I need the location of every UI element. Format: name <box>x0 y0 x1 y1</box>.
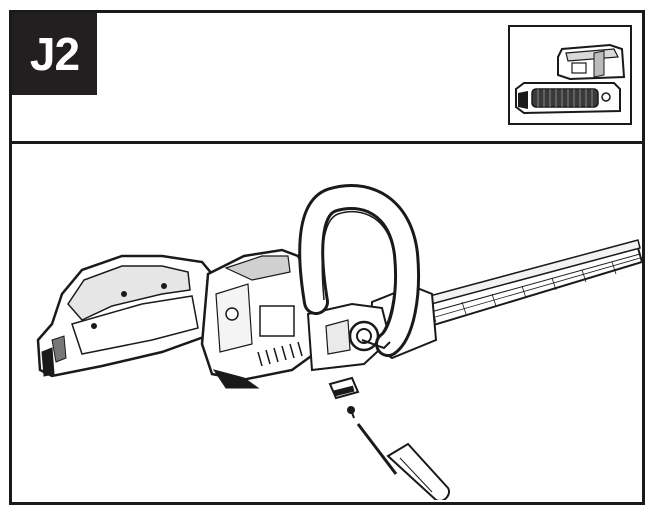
panel-header: J2 <box>12 13 642 144</box>
main-figure <box>12 144 642 502</box>
hedge-trimmer-with-screwdriver-icon <box>36 184 642 500</box>
gear-head <box>306 302 392 372</box>
screw-icon <box>347 406 355 419</box>
instruction-panel: J2 <box>9 10 645 505</box>
screwdriver-icon <box>356 423 450 500</box>
hedge-trimmer-rear-view-icon <box>515 43 626 115</box>
step-label: J2 <box>12 13 97 95</box>
motor-housing <box>200 248 316 389</box>
cover-plate <box>328 376 360 400</box>
thumbnail-figure <box>508 25 632 125</box>
rear-handle <box>36 254 214 378</box>
front-loop-handle <box>298 184 421 357</box>
